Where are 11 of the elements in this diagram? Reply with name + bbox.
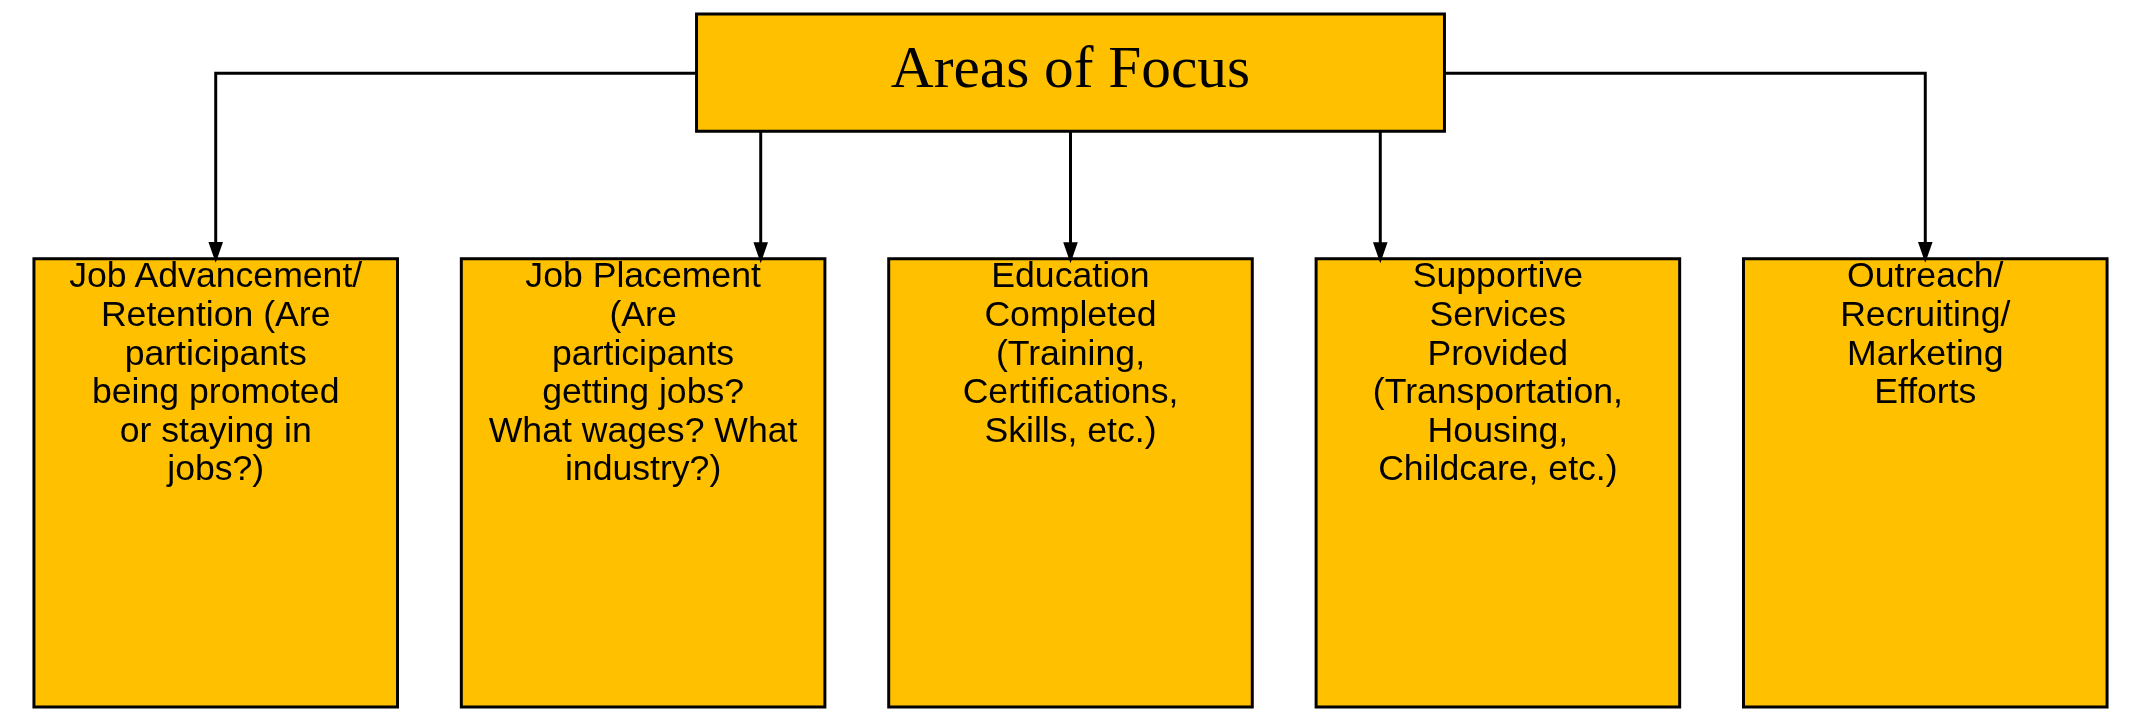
arrow xyxy=(753,131,768,264)
node-box: Outreach/ Recruiting/ Marketing Efforts xyxy=(1742,257,2109,709)
node-box: Supportive Services Provided (Transportation, Housing, Childcare, etc.) xyxy=(1314,257,1682,709)
arrow xyxy=(208,71,697,263)
node-box: Job Placement (Are participants getting jobs? What wages? What industry?) xyxy=(459,257,827,709)
arrow xyxy=(1444,71,1933,263)
node-box: Job Advancement/ Retention (Are participants being promoted or staying in jobs?) xyxy=(32,257,399,709)
arrow xyxy=(1063,131,1078,264)
node-box: Areas of Focus xyxy=(695,12,1446,133)
arrow xyxy=(1373,131,1388,264)
node-box: Education Completed (Training, Certifications, Skills, etc.) xyxy=(887,257,1254,709)
